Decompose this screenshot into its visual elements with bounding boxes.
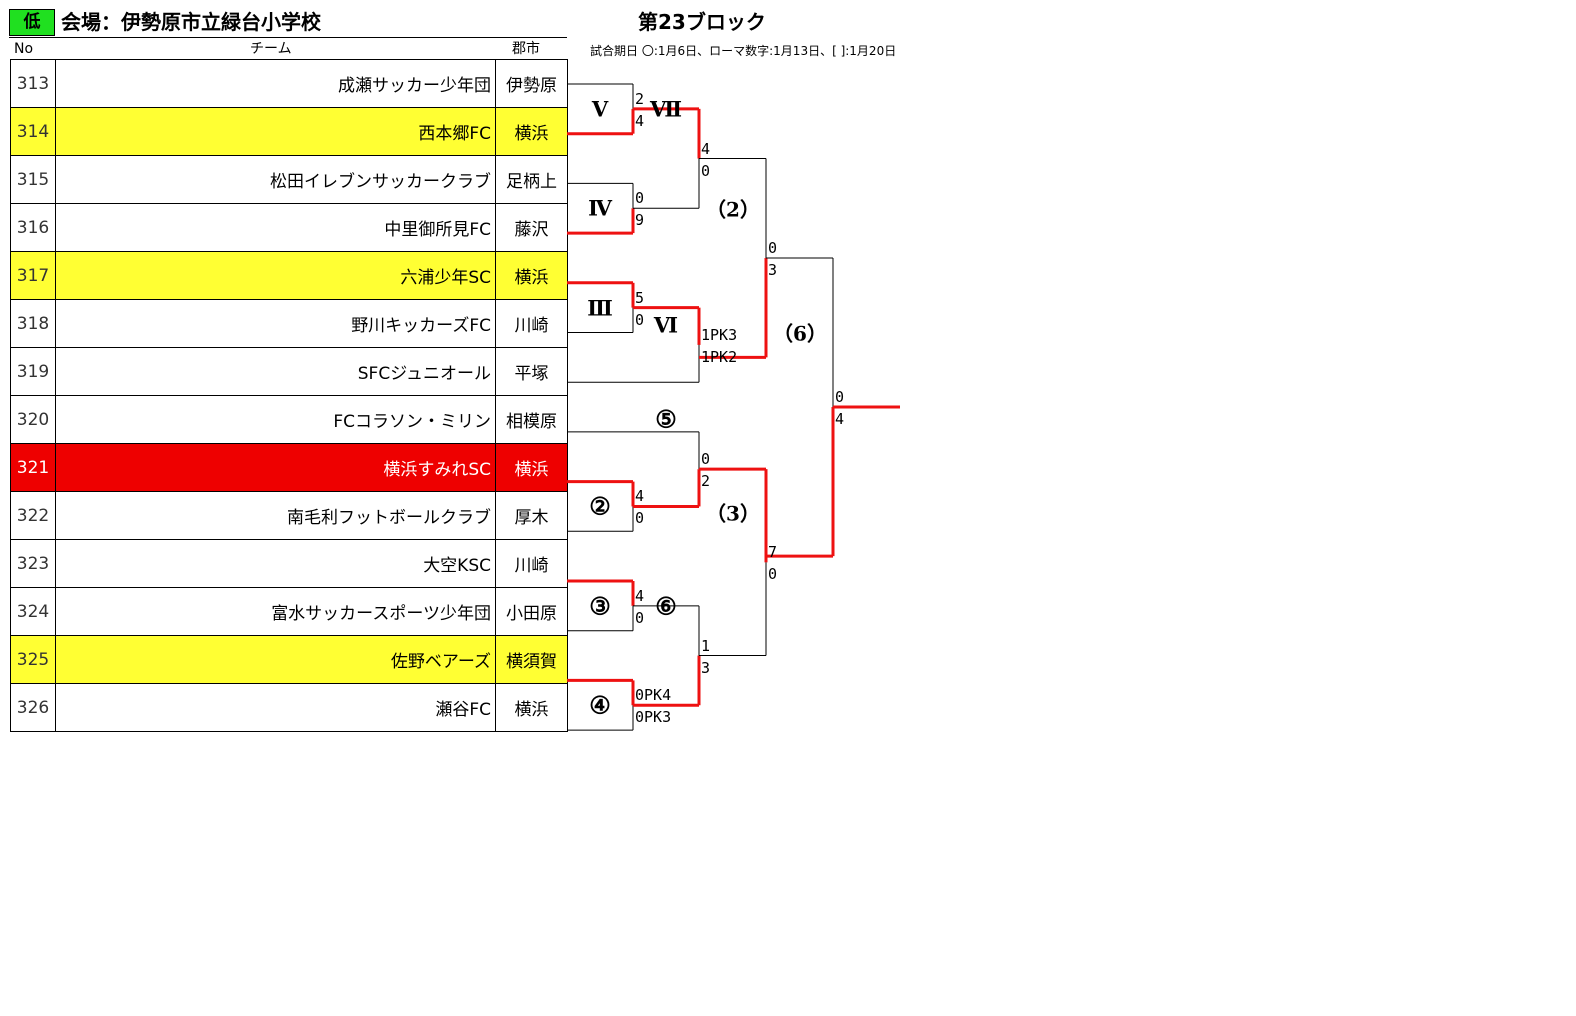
round-label: ③: [589, 591, 611, 621]
round-label: ②: [589, 491, 611, 521]
team-number: 325: [10, 635, 56, 684]
score-bottom: 1PK2: [701, 347, 738, 366]
score-top: 1: [701, 636, 711, 655]
round-label: Ⅵ: [653, 312, 679, 338]
round-label: （3）: [706, 501, 760, 526]
score-bottom: 4: [635, 111, 645, 130]
team-number: 317: [10, 251, 56, 300]
score-top: 0: [701, 450, 711, 469]
team-number: 320: [10, 395, 56, 444]
score-top: 0: [635, 189, 645, 208]
team-name: SFCジュニオール: [55, 347, 496, 396]
score-bottom: 0: [635, 608, 645, 627]
team-city: 横須賀: [495, 635, 568, 684]
round-label: （2）: [706, 197, 760, 222]
score-bottom: 3: [768, 260, 778, 279]
team-number: 313: [10, 59, 56, 108]
score-bottom: 0PK3: [635, 708, 672, 727]
score-bottom: 3: [701, 658, 711, 677]
team-name: 成瀬サッカー少年団: [55, 59, 496, 108]
round-label: Ⅴ: [591, 96, 609, 122]
team-name: 六浦少年SC: [55, 251, 496, 300]
title-underline: [9, 37, 567, 38]
team-name: 松田イレブンサッカークラブ: [55, 155, 496, 204]
score-top: 1PK3: [701, 325, 738, 344]
team-name: 佐野ベアーズ: [55, 635, 496, 684]
score-top: 0: [835, 388, 845, 407]
team-city: 厚木: [495, 491, 568, 540]
round-label: Ⅲ: [587, 295, 613, 321]
venue-title: 会場：伊勢原市立緑台小学校: [61, 10, 321, 34]
team-city: 横浜: [495, 107, 568, 156]
team-name: 横浜すみれSC: [55, 443, 496, 492]
schedule-note: 試合期日 〇:1月6日、ローマ数字:1月13日、[ ]:1月20日: [590, 44, 897, 58]
team-name: 富水サッカースポーツ少年団: [55, 587, 496, 636]
team-name: 西本郷FC: [55, 107, 496, 156]
score-bottom: 0: [635, 310, 645, 329]
round-label: Ⅶ: [649, 96, 683, 122]
team-city: 小田原: [495, 587, 568, 636]
score-top: 2: [635, 89, 645, 108]
score-top: 4: [635, 586, 645, 605]
team-number: 322: [10, 491, 56, 540]
team-city: 川崎: [495, 299, 568, 348]
team-name: 瀬谷FC: [55, 683, 496, 732]
score-bottom: 0: [635, 509, 645, 528]
round-label: ⑥: [655, 591, 677, 621]
score-top: 5: [635, 288, 645, 307]
team-name: 大空KSC: [55, 539, 496, 588]
round-label: ⑤: [655, 404, 677, 434]
level-badge: 低: [9, 9, 55, 36]
round-label: ④: [589, 690, 611, 720]
team-number: 323: [10, 539, 56, 588]
team-number: 321: [10, 443, 56, 492]
team-number: 316: [10, 203, 56, 252]
team-city: 横浜: [495, 683, 568, 732]
team-name: FCコラソン・ミリン: [55, 395, 496, 444]
score-bottom: 9: [635, 211, 645, 230]
score-bottom: 0: [768, 565, 778, 584]
score-top: 0: [768, 238, 778, 257]
score-top: 4: [701, 139, 711, 158]
team-number: 319: [10, 347, 56, 396]
score-top: 0PK4: [635, 686, 672, 705]
score-top: 4: [635, 487, 645, 506]
round-label: （6）: [773, 321, 827, 346]
score-top: 7: [768, 543, 778, 562]
team-city: 相模原: [495, 395, 568, 444]
team-city: 横浜: [495, 251, 568, 300]
score-bottom: 2: [701, 472, 711, 491]
score-bottom: 4: [835, 410, 845, 429]
team-city: 川崎: [495, 539, 568, 588]
team-city: 伊勢原: [495, 59, 568, 108]
column-header-team: チーム: [250, 41, 292, 57]
team-number: 318: [10, 299, 56, 348]
score-bottom: 0: [701, 161, 711, 180]
team-city: 平塚: [495, 347, 568, 396]
column-header-city: 郡市: [512, 41, 540, 57]
round-label: Ⅳ: [588, 195, 612, 221]
column-header-no: No: [14, 41, 34, 57]
team-number: 326: [10, 683, 56, 732]
team-city: 横浜: [495, 443, 568, 492]
block-title: 第23ブロック: [638, 10, 766, 34]
